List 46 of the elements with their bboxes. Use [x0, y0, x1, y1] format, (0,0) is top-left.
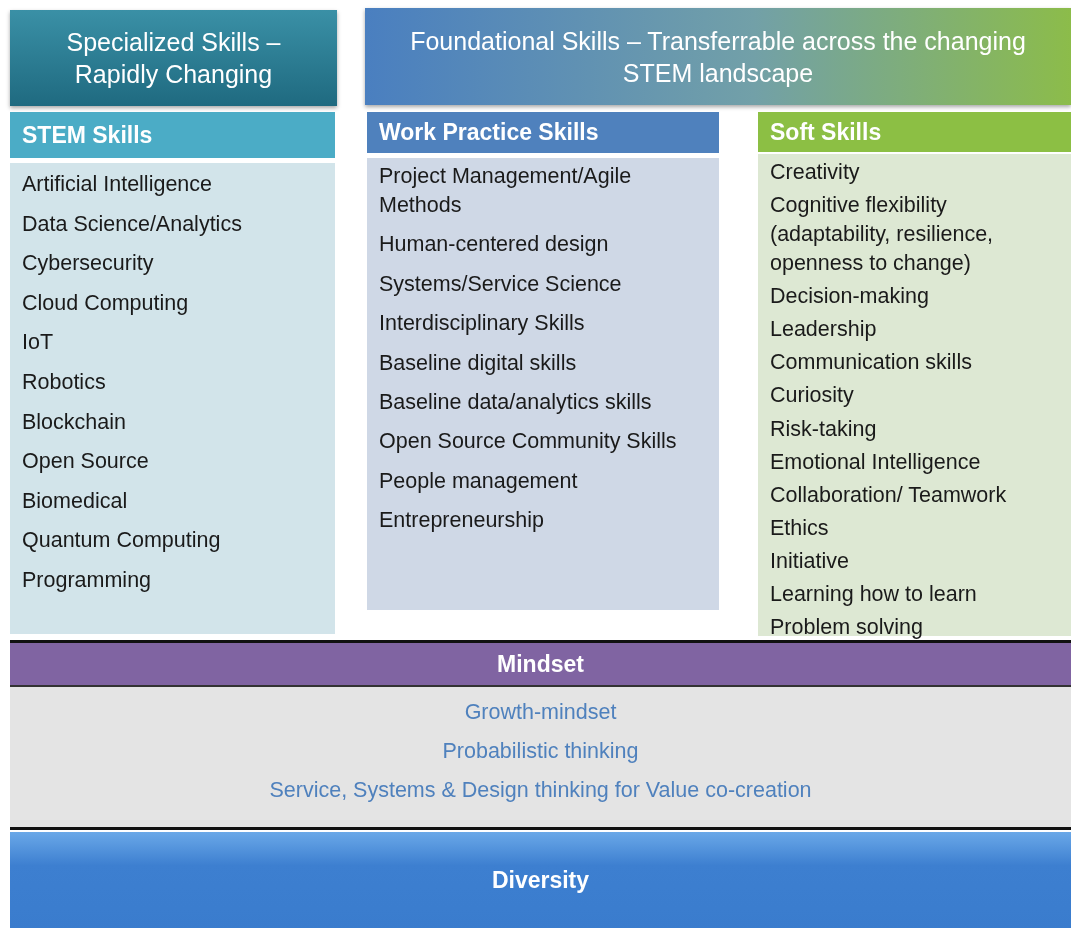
panel-heading: Work Practice Skills [367, 112, 719, 158]
skill-item: Robotics [22, 368, 107, 396]
skill-item: People management [379, 467, 579, 495]
skill-panel [367, 112, 719, 610]
skill-item: Open Source Community Skills [379, 428, 678, 456]
skill-item: Learning how to learn [770, 581, 978, 609]
skill-item: Cloud Computing [22, 289, 190, 317]
mindset-band [10, 640, 1071, 830]
skill-item: Ethics [770, 514, 830, 542]
skill-item: Leadership [770, 316, 878, 344]
skill-item: Emotional Intelligence [770, 448, 982, 476]
skill-item: Problem solving [770, 614, 924, 642]
skill-item: Interdisciplinary Skills [379, 310, 586, 338]
skill-item: Cybersecurity [22, 250, 155, 278]
skill-item: IoT [22, 329, 55, 357]
skill-item: Biomedical [22, 487, 129, 515]
skill-item: Initiative [770, 547, 850, 575]
panel-heading: Soft Skills [758, 112, 1071, 154]
skill-item: Artificial Intelligence [22, 171, 213, 198]
skill-item: Programming [22, 566, 153, 594]
skill-item: Entrepreneurship [379, 507, 545, 535]
title-banner: Foundational Skills – Transferrable across the changing STEM landscape [365, 8, 1071, 105]
band-heading: Mindset [10, 643, 1071, 687]
skill-item: Baseline data/analytics skills [379, 388, 653, 416]
skill-item: Risk-taking [770, 415, 878, 443]
skill-item: Creativity [770, 159, 861, 186]
skill-item: Decision-making [770, 283, 930, 311]
skill-item: Collaboration/ Teamwork [770, 481, 1008, 509]
skill-item: Quantum Computing [22, 527, 222, 555]
skill-item: Data Science/Analytics [22, 210, 243, 238]
skill-item: Communication skills [770, 349, 973, 377]
mindset-item: Growth-mindset [464, 699, 617, 726]
skill-item: Project Management/Agile Methods [379, 163, 633, 219]
title-banner: Specialized Skills – Rapidly Changing [10, 10, 337, 106]
skill-item: Open Source [22, 448, 150, 476]
skill-item: Blockchain [22, 408, 127, 436]
mindset-item: Probabilistic thinking [442, 738, 639, 765]
panel-heading: STEM Skills [10, 112, 335, 163]
skill-item: Human-centered design [379, 231, 610, 259]
base-band: Diversity [10, 832, 1071, 928]
skill-item: Curiosity [770, 382, 855, 410]
skill-item: Cognitive flexibility (adaptability, resilience, openness to change) [770, 192, 995, 278]
mindset-item: Service, Systems & Design thinking for Value co-creation [269, 777, 812, 804]
skill-item: Systems/Service Science [379, 270, 623, 298]
skill-panel [10, 112, 335, 634]
skill-item: Baseline digital skills [379, 349, 578, 377]
